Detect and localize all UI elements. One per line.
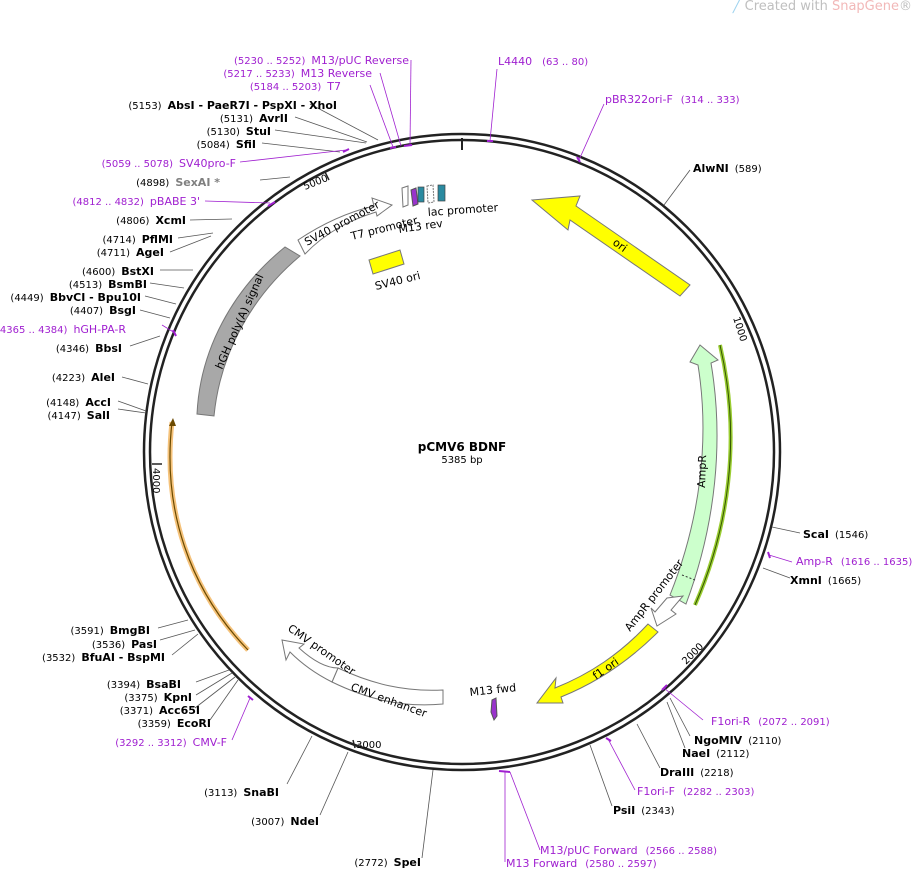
enzyme-bsabi[interactable]: (3394)BsaBI (107, 678, 181, 691)
enzyme-xmni[interactable]: XmnI(1665) (790, 574, 861, 587)
enzyme-ndei[interactable]: (3007)NdeI (251, 815, 319, 828)
enzyme-acci[interactable]: (4148)AccI (46, 396, 111, 409)
enzyme-avrii[interactable]: (5131)AvrII (220, 112, 288, 125)
enzyme-spei[interactable]: (2772)SpeI (354, 856, 421, 869)
feature-ori[interactable] (530, 195, 691, 297)
watermark-brand: SnapGene (831, 0, 899, 14)
feature-label-sv40-promoter: SV40 promoter (302, 198, 382, 249)
enzyme-bstxi[interactable]: (4600)BstXI (82, 265, 154, 278)
feature-ampr-promoter[interactable] (650, 595, 685, 627)
feature-t7-promoter[interactable] (401, 185, 409, 208)
enzyme-kpni[interactable]: (3375)KpnI (124, 691, 192, 704)
feature-label-hgh-polya: hGH poly(A) signal (213, 272, 267, 371)
enzyme-alei[interactable]: (4223)AleI (52, 371, 115, 384)
feature-ampr[interactable] (669, 344, 719, 605)
feature-label-sv40-ori: SV40 ori (374, 269, 422, 293)
plasmid-name: pCMV6 BDNF (418, 440, 507, 454)
primer-sv40pro-f[interactable]: (5059 .. 5078)SV40pro-F (102, 157, 236, 170)
enzyme-scai[interactable]: ScaI(1546) (803, 528, 868, 541)
enzyme-xcmi[interactable]: (4806)XcmI (116, 214, 186, 227)
enzyme-acc65i[interactable]: (3371)Acc65I (120, 704, 200, 717)
enzyme-ngomiv[interactable]: NgoMIV(2110) (694, 734, 782, 747)
primer-marks (172, 140, 771, 773)
feature-sv40-promoter[interactable] (297, 197, 394, 255)
primer-pbr322ori-f[interactable]: pBR322ori-F(314 .. 333) (605, 93, 740, 106)
feature-label-ampr: AmpR (695, 454, 709, 488)
enzyme-ecori[interactable]: (3359)EcoRI (138, 717, 211, 730)
primer-m13-reverse[interactable]: (5217 .. 5233)M13 Reverse (223, 67, 372, 80)
enzyme-xhoi-group[interactable]: (5153)AbsI - PaeR7I - PspXI - XhoI (128, 99, 337, 112)
feature-label-f1ori: f1 ori (590, 655, 621, 682)
feature-hgh-polya[interactable] (196, 246, 301, 417)
enzyme-bmgbi[interactable]: (3591)BmgBI (71, 624, 150, 637)
feature-ampr-green-primer-line (694, 344, 732, 606)
primer-t7[interactable]: (5184 .. 5203)T7 (250, 80, 341, 93)
feature-label-m13fwd: M13 fwd (469, 681, 517, 699)
enzyme-draiii[interactable]: DraIII(2218) (660, 766, 734, 779)
feature-cmv-promoter[interactable] (281, 639, 339, 683)
watermark-prefix: Created with (744, 0, 832, 14)
enzyme-bfuai-bspmi[interactable]: (3532)BfuAI - BspMI (42, 651, 165, 664)
feature-orange-arrow-head (169, 418, 176, 426)
enzyme-bsmbi[interactable]: (4513)BsmBI (69, 278, 147, 291)
enzyme-bbvci-bpu10i[interactable]: (4449)BbvCI - Bpu10I (10, 291, 141, 304)
primer-cmv-f[interactable]: (3292 .. 3312)CMV-F (115, 736, 227, 749)
feature-sv40-ori[interactable] (368, 249, 405, 275)
plasmid-length: 5385 bp (441, 455, 482, 466)
feature-teal-box-1 (417, 186, 425, 203)
enzyme-sali[interactable]: (4147)SalI (48, 409, 110, 422)
enzyme-pflmi[interactable]: (4714)PflMI (102, 233, 173, 246)
feature-orange-primer-line (169, 421, 249, 651)
feature-m13rev[interactable] (410, 187, 419, 207)
enzyme-bbsi[interactable]: (4346)BbsI (56, 342, 122, 355)
enzyme-bsgi[interactable]: (4407)BsgI (70, 304, 136, 317)
leader-lines (117, 103, 801, 859)
enzyme-psii[interactable]: PsiI(2343) (613, 804, 675, 817)
tick-4000: 4000 (150, 468, 161, 493)
primer-f1ori-r[interactable]: F1ori-R(2072 .. 2091) (711, 715, 830, 728)
primer-pbabe-3[interactable]: (4812 .. 4832)pBABE 3' (73, 195, 201, 208)
enzyme-naei[interactable]: NaeI(2112) (682, 747, 750, 760)
snapgene-watermark: ╱ Created with SnapGene® (733, 0, 912, 14)
primer-hgh-pa-r[interactable]: (4365 .. 4384)hGH-PA-R (0, 323, 126, 336)
enzyme-agei[interactable]: (4711)AgeI (97, 246, 164, 259)
primer-f1ori-f[interactable]: F1ori-F(2282 .. 2303) (637, 785, 754, 798)
primer-m13-puc-reverse[interactable]: (5230 .. 5252)M13/pUC Reverse (234, 54, 409, 67)
watermark-suffix: ® (899, 0, 912, 14)
backbone-outer (142, 132, 782, 772)
feature-m13fwd[interactable] (490, 697, 498, 722)
feature-f1ori[interactable] (535, 623, 659, 704)
primer-l4440[interactable]: L4440(63 .. 80) (498, 55, 588, 68)
primer-amp-r[interactable]: Amp-R(1616 .. 1635) (796, 555, 912, 568)
sg-icon: ╱ (732, 0, 741, 14)
primer-m13-puc-forward[interactable]: M13/pUC Forward(2566 .. 2588) (540, 844, 717, 857)
primer-m13-forward[interactable]: M13 Forward(2580 .. 2597) (506, 857, 657, 870)
tick-mark-3000 (352, 739, 356, 749)
primer-leader-lines (161, 59, 793, 862)
enzyme-stui[interactable]: (5130)StuI (207, 125, 271, 138)
feature-lac-promoter[interactable] (426, 184, 435, 204)
enzyme-sfii[interactable]: (5084)SfiI (197, 138, 256, 151)
feature-label-lac-promoter: lac promoter (427, 201, 499, 219)
enzyme-sexai[interactable]: (4898)SexAI * (136, 176, 220, 189)
enzyme-pasi[interactable]: (3536)PasI (92, 638, 157, 651)
feature-label-m13rev: M13 rev (398, 217, 444, 236)
tick-3000: 3000 (356, 740, 381, 751)
enzyme-snabi[interactable]: (3113)SnaBI (204, 786, 279, 799)
enzyme-alwni[interactable]: AlwNI(589) (693, 162, 762, 175)
feature-teal-box-2 (437, 184, 446, 202)
tick-mark-5000 (324, 171, 330, 181)
